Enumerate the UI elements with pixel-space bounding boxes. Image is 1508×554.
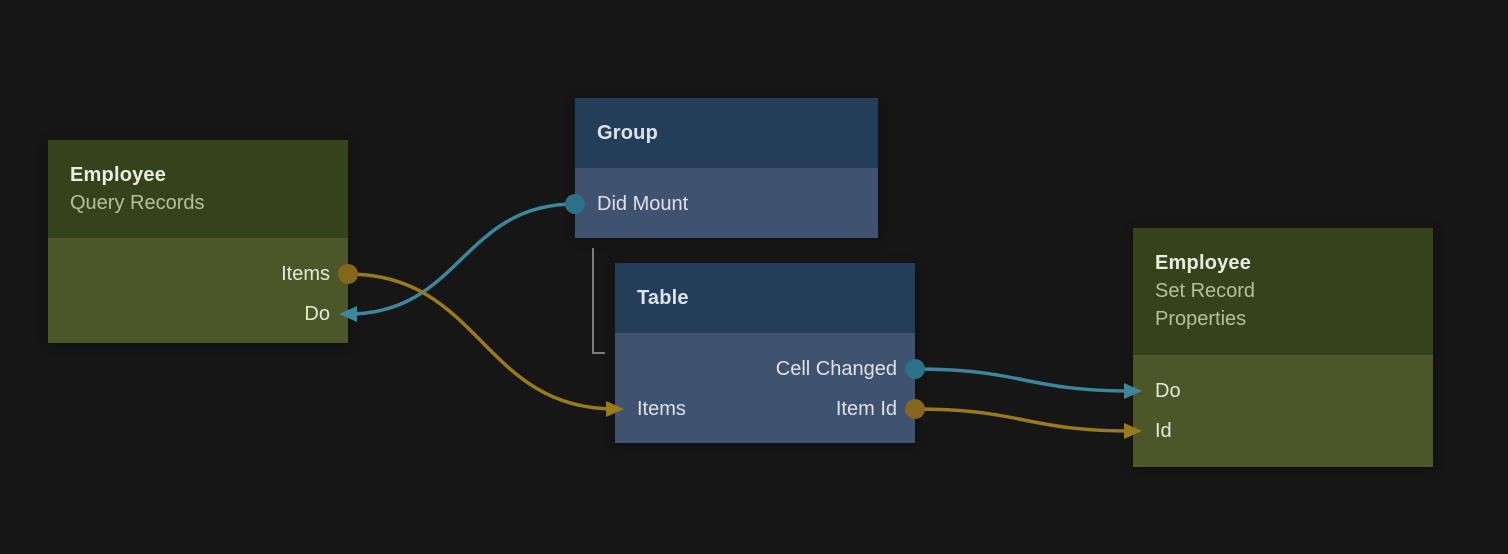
- node-subtitle: Set Record Properties: [1155, 280, 1256, 330]
- input-arrow-id[interactable]: [1124, 423, 1142, 439]
- node-header: Group: [575, 98, 878, 168]
- port-row-items-itemid[interactable]: Items Item Id: [606, 389, 925, 429]
- node-title: Employee: [70, 164, 167, 186]
- output-dot-items[interactable]: [338, 264, 358, 284]
- tree-line-group-to-table: [592, 248, 605, 354]
- node-header: Employee Query Records: [48, 140, 348, 238]
- port-row-id[interactable]: Id: [1124, 411, 1433, 451]
- port-row-did-mount[interactable]: Did Mount: [565, 184, 878, 224]
- port-row-do[interactable]: Do: [1124, 371, 1433, 411]
- node-subtitle: Query Records: [70, 192, 205, 214]
- node-table[interactable]: Table Cell Changed Items Item Id: [606, 263, 925, 443]
- output-dot-did-mount[interactable]: [565, 194, 585, 214]
- node-employee-set-record-properties[interactable]: Employee Set Record Properties Do Id: [1124, 228, 1433, 467]
- input-arrow-do[interactable]: [1124, 383, 1142, 399]
- port-row-cell-changed[interactable]: Cell Changed: [615, 349, 925, 389]
- input-arrow-items[interactable]: [606, 401, 624, 417]
- node-header: Table: [615, 263, 915, 333]
- node-employee-query-records[interactable]: Employee Query Records Items Do: [48, 140, 358, 343]
- port-label-item-id: Item Id: [835, 397, 897, 420]
- output-dot-item-id[interactable]: [905, 399, 925, 419]
- node-title: Group: [597, 122, 658, 144]
- input-arrow-do[interactable]: [339, 306, 357, 322]
- node-header: Employee Set Record Properties: [1133, 228, 1433, 355]
- node-title: Employee: [1155, 252, 1252, 274]
- port-row-do[interactable]: Do: [48, 294, 357, 334]
- node-body: Items Do: [48, 238, 358, 334]
- port-label-id: Id: [1155, 419, 1172, 442]
- port-label-items: Items: [637, 397, 686, 420]
- wire-table-cellchanged-to-setrec-do[interactable]: [913, 367, 1135, 393]
- port-label-do: Do: [304, 302, 330, 325]
- port-label-cell-changed: Cell Changed: [775, 357, 897, 380]
- port-label-items: Items: [281, 262, 330, 285]
- port-label-do: Do: [1155, 379, 1181, 402]
- wire-query-items-to-table-items[interactable]: [346, 272, 617, 411]
- port-label-did-mount: Did Mount: [597, 192, 689, 215]
- node-body: Do Id: [1124, 355, 1433, 451]
- port-row-items[interactable]: Items: [48, 254, 358, 294]
- wire-group-didmount-to-query-do[interactable]: [346, 202, 577, 316]
- node-title: Table: [637, 287, 689, 309]
- node-body: Did Mount: [565, 168, 878, 224]
- wire-table-itemid-to-setrec-id[interactable]: [913, 407, 1135, 433]
- output-dot-cell-changed[interactable]: [905, 359, 925, 379]
- node-body: Cell Changed Items Item Id: [606, 333, 925, 429]
- node-group[interactable]: Group Did Mount: [565, 98, 878, 238]
